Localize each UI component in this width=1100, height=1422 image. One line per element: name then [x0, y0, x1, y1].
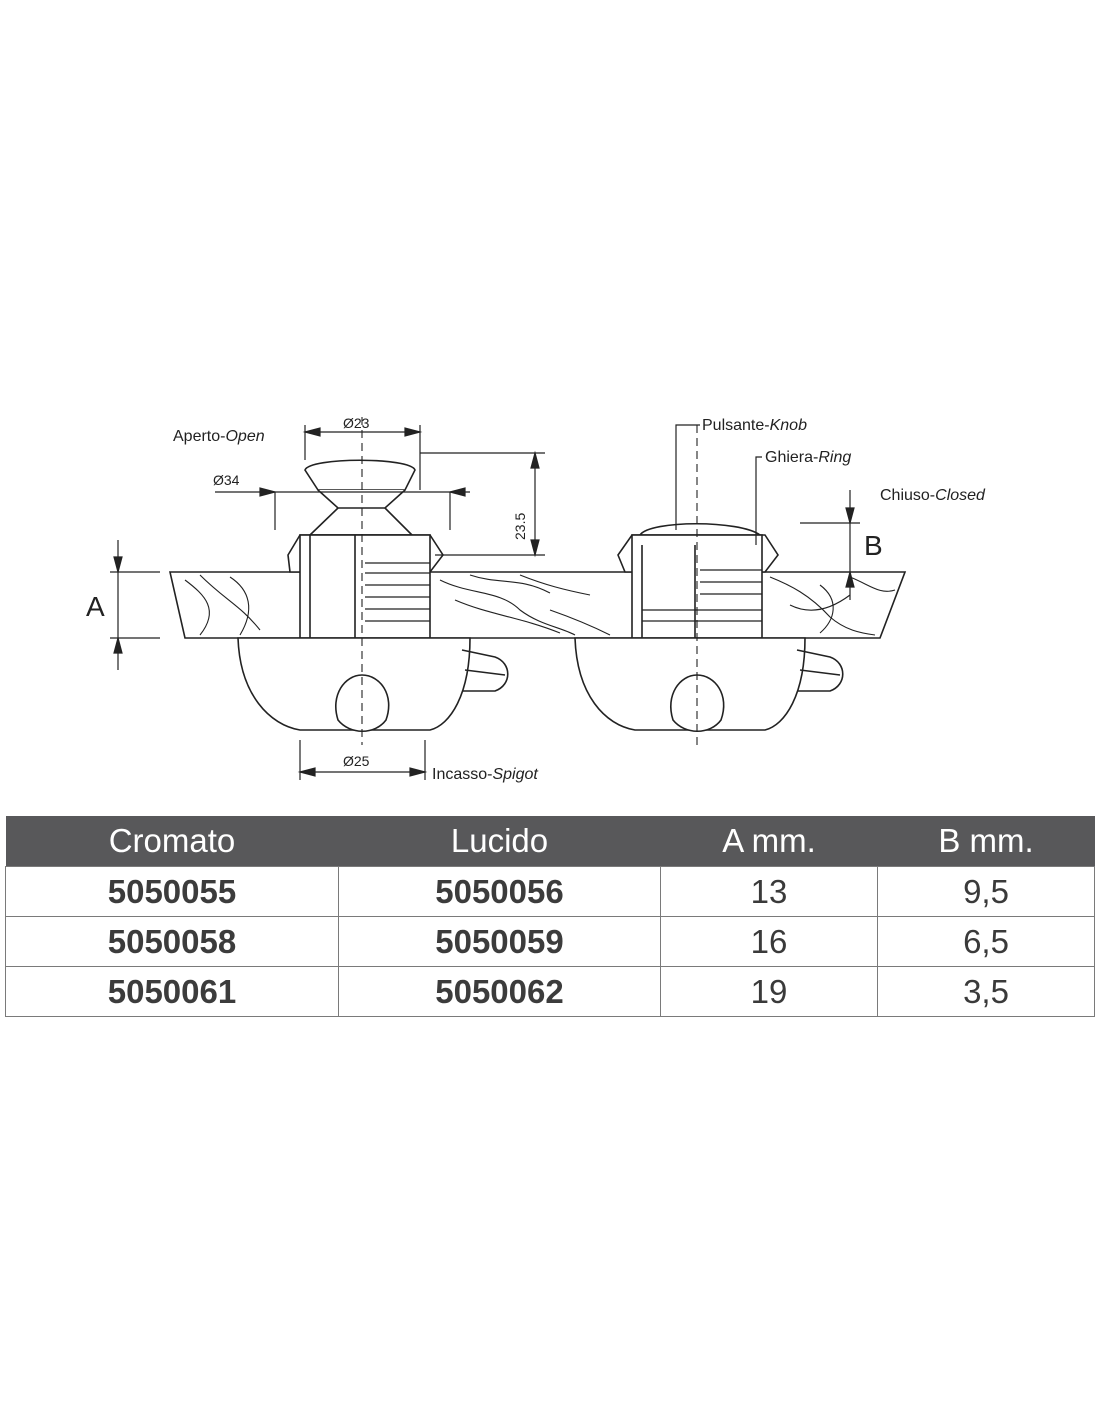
label-ring: Ghiera-Ring — [765, 449, 851, 466]
table-header-row: Cromato Lucido A mm. B mm. — [5, 816, 1095, 867]
label-spigot: Incasso-Spigot — [432, 766, 538, 783]
table-row: 5050058 5050059 16 6,5 — [5, 916, 1095, 967]
fastener-open — [237, 417, 509, 745]
dim-23-label: Ø23 — [343, 415, 370, 431]
dim-A-label: A — [86, 591, 105, 622]
spec-table: Cromato Lucido A mm. B mm. 5050055 50500… — [5, 816, 1095, 1017]
header-cromato: Cromato — [5, 816, 339, 867]
cell-b-mm: 6,5 — [877, 916, 1095, 967]
cell-b-mm: 9,5 — [877, 866, 1095, 917]
fastener-closed — [574, 425, 844, 745]
wood-grain — [184, 574, 896, 636]
dim-25-label: Ø25 — [343, 753, 370, 769]
cell-b-mm: 3,5 — [877, 966, 1095, 1017]
header-a-mm: A mm. — [660, 816, 878, 867]
cell-lucido: 5050056 — [338, 866, 661, 917]
cell-cromato: 5050058 — [5, 916, 339, 967]
cell-lucido: 5050059 — [338, 916, 661, 967]
dim-34-label: Ø34 — [213, 472, 240, 488]
dimension-lines — [110, 424, 860, 780]
dim-B-label: B — [864, 530, 883, 561]
cell-a-mm: 16 — [660, 916, 878, 967]
cell-a-mm: 13 — [660, 866, 878, 917]
label-open: Aperto-Open — [173, 428, 265, 445]
header-lucido: Lucido — [338, 816, 661, 867]
cell-cromato: 5050055 — [5, 866, 339, 917]
dim-height-label: 23.5 — [512, 513, 528, 540]
table-row: 5050055 5050056 13 9,5 — [5, 866, 1095, 917]
technical-drawing: Aperto-Open Pulsante-Knob Ghiera-Ring Ch… — [86, 415, 986, 783]
label-knob: Pulsante-Knob — [702, 417, 807, 434]
header-b-mm: B mm. — [877, 816, 1095, 867]
cell-a-mm: 19 — [660, 966, 878, 1017]
table-row: 5050061 5050062 19 3,5 — [5, 966, 1095, 1017]
label-closed: Chiuso-Closed — [880, 487, 986, 504]
cell-lucido: 5050062 — [338, 966, 661, 1017]
cell-cromato: 5050061 — [5, 966, 339, 1017]
